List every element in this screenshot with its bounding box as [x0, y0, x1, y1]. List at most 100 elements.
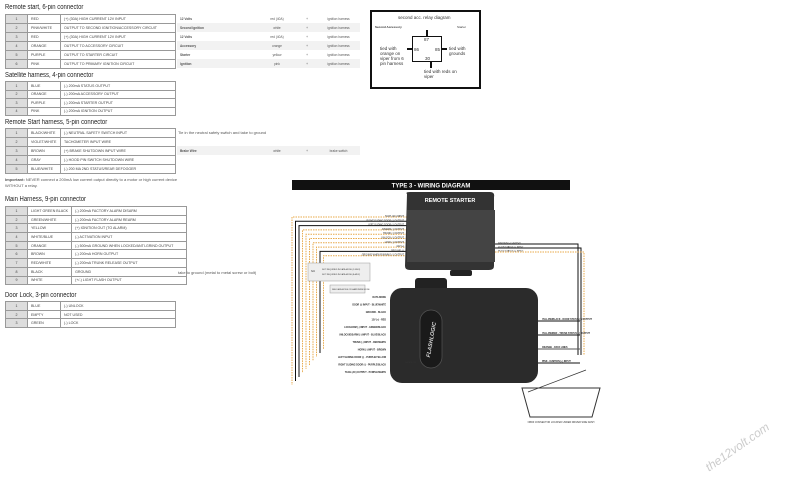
cell-pin: 2 — [5, 214, 28, 225]
svg-text:NOT REQUIRED IN DATA MODE (D M: NOT REQUIRED IN DATA MODE (D MUX) — [322, 268, 361, 271]
pin-85: 85 — [435, 47, 441, 52]
section-title: Door Lock, 3-pin connector — [5, 292, 77, 299]
module-left-label: LOCK/ARM (-) INPUT - GREEN/BLACK — [344, 326, 386, 329]
cell-pol: + — [306, 43, 308, 48]
module-left-label: LEFT SLIDING DOOR (-) - PURPLE/YELLOW — [338, 357, 387, 359]
module-left-label: DOOR (-) INPUT - BLUE/WHITE — [352, 305, 386, 307]
cell-loc: ignition harness — [327, 52, 350, 57]
cell-pin: 3 — [5, 146, 28, 156]
cell-color: RED — [27, 14, 61, 24]
cell-pin: 1 — [5, 128, 28, 138]
cell-wire: orange — [272, 43, 282, 48]
starter-wire-label: TACH (AC) INPUT — [385, 215, 405, 218]
starter-wire-label: GROUND (-) — [391, 250, 404, 252]
cell-desc: (+) IGNITION OUT (TO ALARM) — [71, 223, 188, 234]
wire — [323, 255, 407, 349]
wire — [291, 216, 407, 385]
starter-right-label: IGNITION (+) OUTPUT — [498, 242, 521, 244]
cell-pol: + — [306, 25, 308, 30]
cell-desc: NOT USED — [60, 309, 176, 320]
wire — [295, 220, 407, 381]
cell-color: PINK/WHITE — [27, 23, 61, 33]
cell-pin: 2 — [5, 137, 28, 147]
cell-pin: 2 — [5, 89, 28, 99]
cell-pin: 2 — [5, 23, 28, 33]
diagram-title: TYPE 3 - WIRING DIAGRAM — [392, 184, 471, 190]
cell-color: RED/WHITE — [26, 258, 73, 268]
important-text: NEVER connect a 200mA low current output… — [5, 177, 178, 188]
svg-text:DATA MODE: DATA MODE — [405, 361, 417, 364]
cell-pin: 5 — [5, 240, 28, 251]
legend-box — [307, 262, 371, 282]
cell-desc: (-) 200mA STATUS OUTPUT — [60, 81, 176, 91]
module-left-label: 12V (+) - RED — [372, 320, 387, 322]
cell-desc: (-) LOCK — [60, 318, 176, 329]
cell-desc: (+/-) LIGHT FLASH OUTPUT — [71, 275, 188, 286]
cell-loc: ignition harness — [327, 25, 350, 30]
starter-wire-label: LOCK (-) OUTPUT — [385, 242, 405, 244]
cell-pin: 3 — [5, 223, 28, 234]
watermark: the12volt.com — [702, 419, 772, 475]
relay-right-label: Starter — [457, 25, 467, 29]
cell-desc: (-) 500mA GROUND WHEN LOCKED/ANTI-GRIND … — [71, 240, 188, 251]
cell-color: BROWN — [27, 146, 61, 156]
cell-wire: pink — [274, 61, 280, 66]
cell-func: 12 Volts — [180, 34, 192, 39]
ground-note: take to ground (metal to metal screw or … — [178, 270, 257, 275]
svg-text:SEE DATA MODE OR HARDWIRE MODE: SEE DATA MODE OR HARDWIRE MODE — [332, 288, 370, 291]
relay-diagram: second acc. relay diagram Second Accesso… — [370, 10, 481, 89]
cell-color: GRAY — [27, 155, 61, 165]
cell-desc: (-) 200mA HORN OUTPUT — [71, 249, 188, 260]
cell: brake switch — [329, 148, 348, 153]
cell-loc: ignition harness — [327, 16, 350, 21]
cell-pin: 4 — [5, 41, 28, 51]
relay-box — [412, 36, 442, 62]
cell-color: PURPLE — [27, 50, 61, 60]
wire — [495, 251, 585, 355]
note-86: tied with orange on viper from 6 pin har… — [380, 46, 404, 66]
cell-desc: GROUND — [71, 266, 188, 277]
wire — [309, 238, 407, 365]
module-right-label: YELLOW/RED - TRUNK STATUS (-) OUTPUT — [542, 332, 590, 335]
cell-loc: ignition harness — [327, 43, 350, 48]
module-right-label: YELLOW/BLACK - DOOR STATUS (-) OUTPUT — [542, 318, 593, 321]
wire — [312, 242, 407, 361]
module-left-label: DATA MODE — [373, 296, 387, 299]
cell-pin: 1 — [5, 81, 28, 91]
wire — [316, 246, 407, 357]
wire — [305, 233, 407, 369]
section-title: Remote start, 6-pin connector — [5, 4, 84, 11]
wire — [319, 250, 407, 353]
cell-desc: (-) 200mA STARTER OUTPUT — [60, 98, 176, 108]
cell-desc: OUTPUT TO SECOND IGNITION/ACCESSORY CIRC… — [60, 23, 176, 33]
cell: white — [273, 148, 281, 153]
cell-pol: + — [306, 16, 308, 21]
cell-func: Ignition — [180, 61, 192, 66]
wires — [291, 216, 585, 385]
starter-wire-label: UNLOCK (-) OUTPUT — [381, 238, 404, 240]
cell-desc: (-) 200mA FACTORY ALARM REARM — [71, 214, 188, 225]
module-left-label: RIGHT SLIDING DOOR (-) - PURPLE/BLACK — [338, 364, 386, 367]
pin-30: 30 — [425, 56, 431, 61]
cell-color: VIOLET/WHITE — [27, 137, 61, 147]
cell-func: Second Ignition — [180, 25, 204, 30]
cell-desc: TACHOMETER INPUT WIRE — [60, 137, 176, 147]
cell-desc: (-) 200 MA 2ND STATUS/REAR DEFOGGER — [60, 164, 176, 174]
important-label: Important: — [5, 177, 25, 182]
module-left-label: UNLOCK/DISARM (-) INPUT - BLUE/BLACK — [339, 334, 386, 337]
cell-color: BLACK/WHITE — [27, 128, 61, 138]
